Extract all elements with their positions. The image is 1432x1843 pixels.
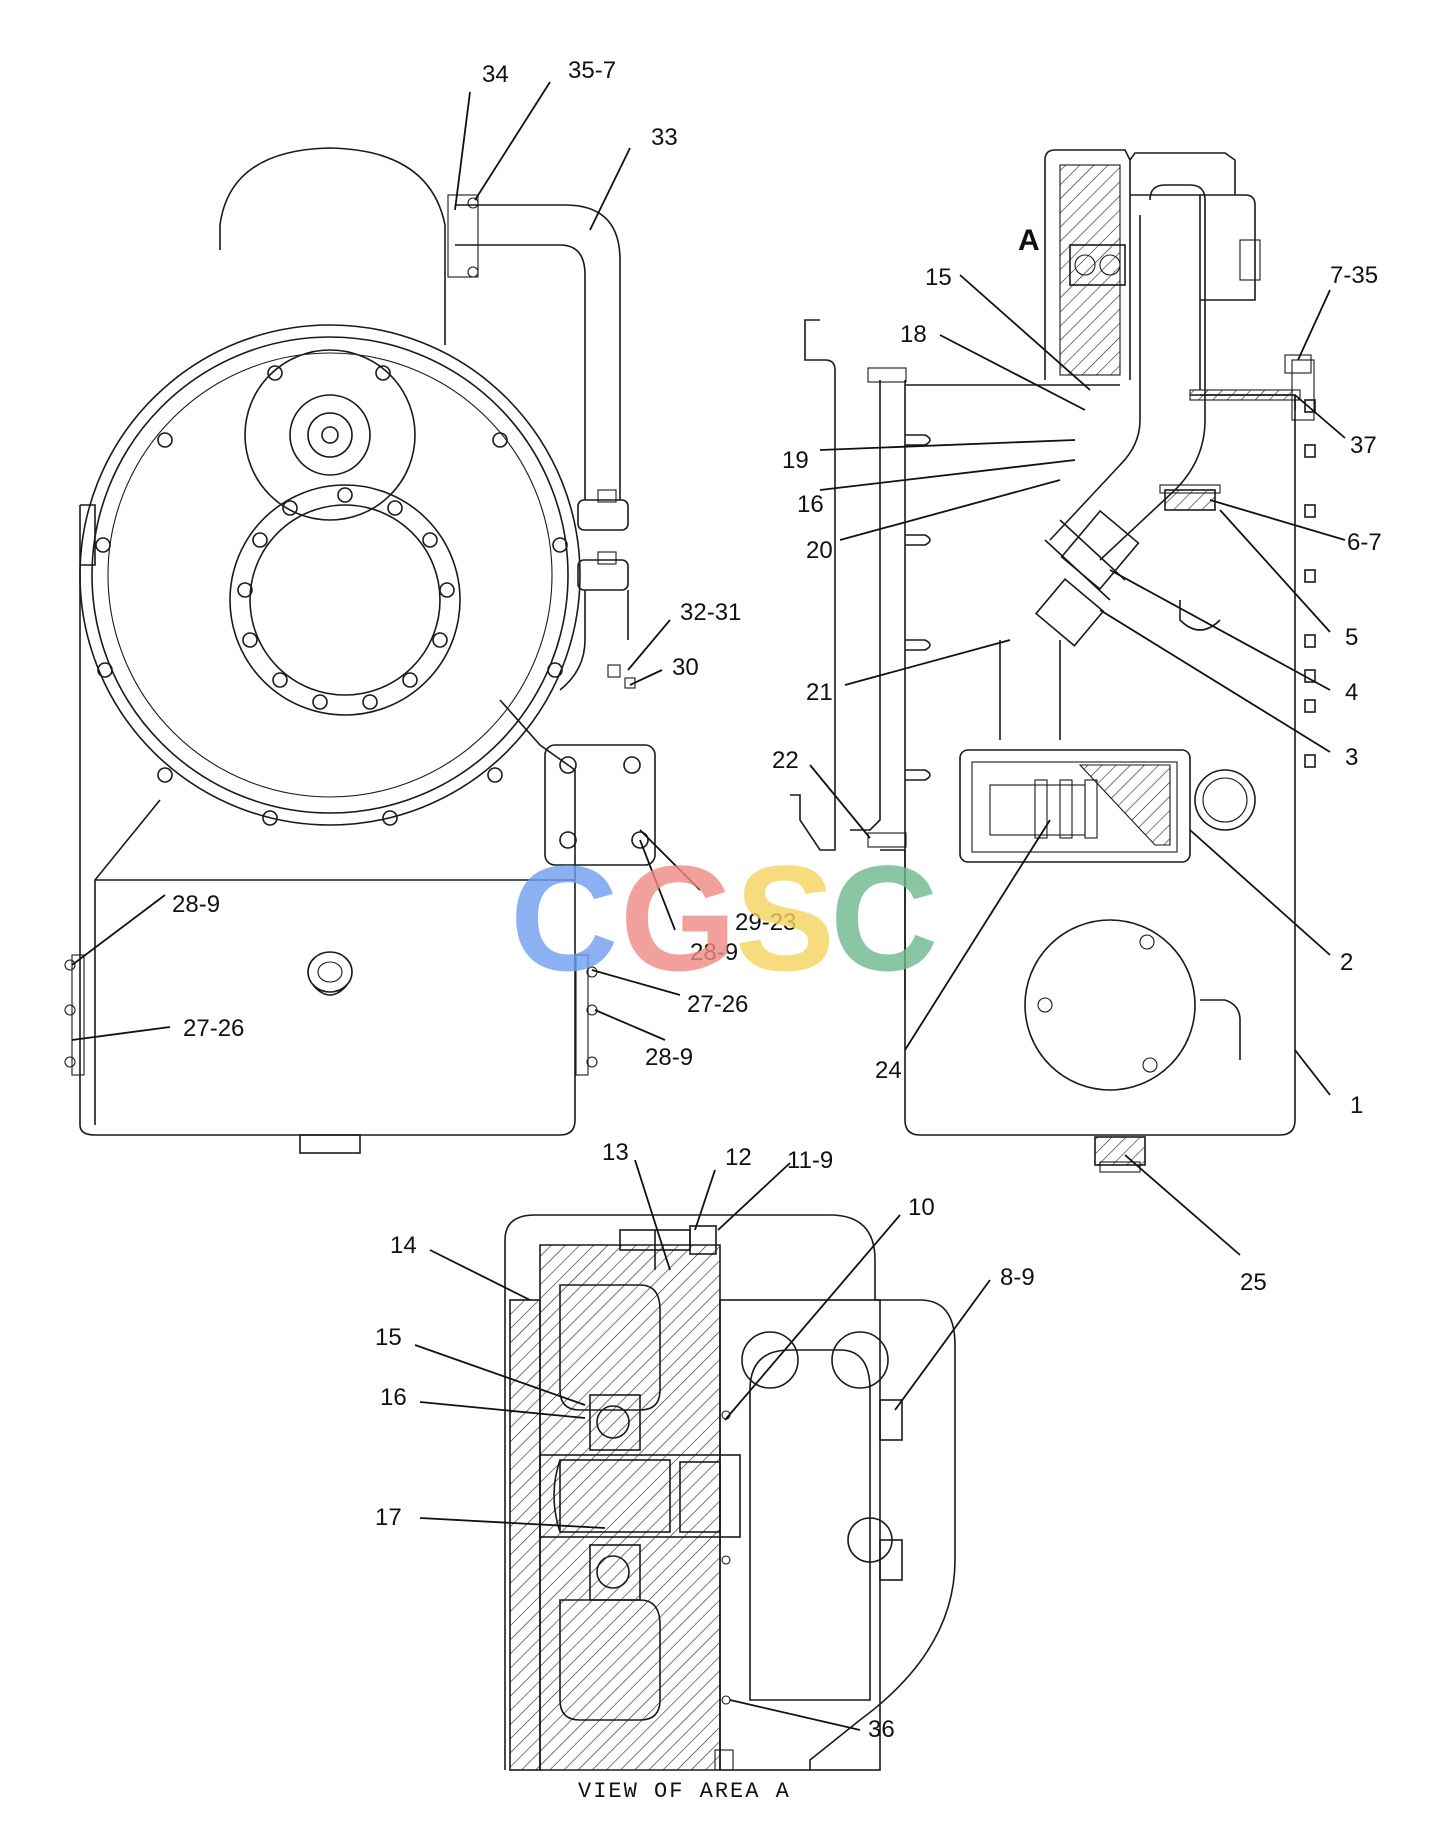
callout-label: 15 — [375, 1324, 402, 1351]
leader-lines — [71, 81, 1346, 1731]
callout-label: 22 — [772, 747, 799, 774]
callout-label: 35-7 — [568, 57, 616, 84]
callout-label: 3 — [1345, 744, 1358, 771]
callout-label: 4 — [1345, 679, 1358, 706]
watermark-logo: C G S C — [510, 834, 938, 1002]
watermark-letter: G — [620, 834, 737, 1002]
callout-label: 15 — [925, 264, 952, 291]
callout-label: 20 — [806, 537, 833, 564]
callout-label: 25 — [1240, 1269, 1267, 1296]
callout-label: 5 — [1345, 624, 1358, 651]
callout-label: 28-9 — [172, 891, 220, 918]
callout-label: 28-9 — [645, 1044, 693, 1071]
side-view-housing — [790, 149, 1316, 1173]
callout-label: 17 — [375, 1504, 402, 1531]
callout-label: 27-26 — [687, 991, 748, 1018]
callout-labels: 34 35-7 33 32-31 30 29-23 28-9 28-9 28-9… — [172, 57, 1382, 1743]
area-label: A — [1018, 224, 1040, 257]
callout-label: 34 — [482, 61, 509, 88]
callout-label: 7-35 — [1330, 262, 1378, 289]
view-caption: VIEW OF AREA A — [578, 1779, 791, 1804]
callout-label: 10 — [908, 1194, 935, 1221]
callout-label: 32-31 — [680, 599, 741, 626]
callout-label: 21 — [806, 679, 833, 706]
detail-view-area-a — [504, 1214, 956, 1771]
callout-label: 14 — [390, 1232, 417, 1259]
callout-label: 16 — [797, 491, 824, 518]
callout-label: 29-23 — [735, 909, 796, 936]
callout-label: 13 — [602, 1139, 629, 1166]
callout-label: 27-26 — [183, 1015, 244, 1042]
watermark-letter: C — [510, 834, 618, 1002]
callout-label: 24 — [875, 1057, 902, 1084]
callout-label: 30 — [672, 654, 699, 681]
front-view-housing — [64, 147, 656, 1154]
callout-label: 8-9 — [1000, 1264, 1035, 1291]
callout-label: 16 — [380, 1384, 407, 1411]
callout-label: 1 — [1350, 1092, 1363, 1119]
watermark-letter: C — [830, 834, 938, 1002]
callout-label: 2 — [1340, 949, 1353, 976]
callout-label: 37 — [1350, 432, 1377, 459]
watermark-letter: S — [735, 834, 835, 1002]
callout-label: 12 — [725, 1144, 752, 1171]
callout-label: 19 — [782, 447, 809, 474]
callout-label: 28-9 — [690, 939, 738, 966]
callout-label: 6-7 — [1347, 529, 1382, 556]
callout-label: 18 — [900, 321, 927, 348]
callout-label: 36 — [868, 1716, 895, 1743]
callout-label: 33 — [651, 124, 678, 151]
callout-label: 11-9 — [787, 1147, 833, 1174]
